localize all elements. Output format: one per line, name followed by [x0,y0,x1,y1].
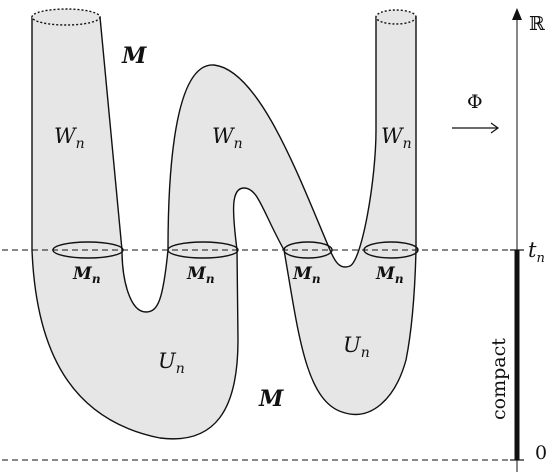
label-axis-R: ℝ [529,13,545,35]
label-W-middle: Wn [212,124,243,152]
label-U-left: Un [158,349,185,377]
label-Mn-2: Mn [186,264,215,286]
label-Mn-4: Mn [375,264,404,286]
right-tube-opening [375,9,417,25]
label-M-top: M [121,43,147,69]
real-axis-arrowhead [512,8,522,20]
label-W-left: Wn [54,124,85,152]
label-tn: tn [528,238,545,266]
label-Mn-1: Mn [72,264,101,286]
map-arrow-head [490,122,500,134]
label-M-bottom: M [258,386,284,412]
left-tube-opening [31,8,101,26]
label-zero: 0 [535,442,547,464]
surface-body [31,16,417,440]
label-Mn-3: Mn [292,264,321,286]
label-W-right: Wn [381,124,412,152]
label-U-right: Un [343,333,370,361]
label-Phi: Φ [467,91,483,113]
label-compact: compact [488,338,510,420]
